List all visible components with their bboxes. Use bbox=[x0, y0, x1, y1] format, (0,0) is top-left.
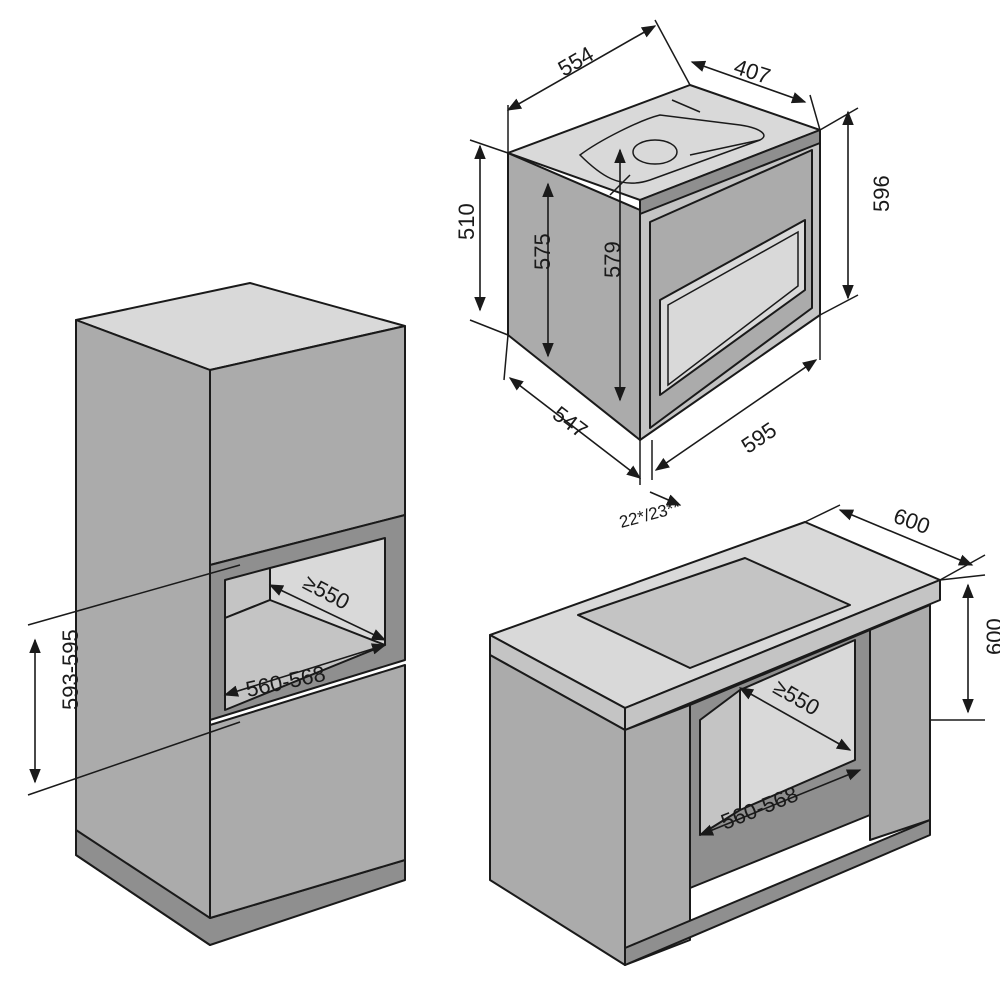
base-unit-illustration bbox=[489, 521, 941, 966]
tall-unit-illustration bbox=[75, 282, 406, 946]
oven-dimension-lines bbox=[469, 19, 859, 506]
dim-596: 596 bbox=[869, 175, 894, 212]
dim-593-595: 593-595 bbox=[58, 629, 83, 710]
dim-579: 579 bbox=[600, 241, 625, 278]
dim-600-height: 600 bbox=[982, 618, 1000, 655]
dim-22-23: 22*/23** bbox=[617, 497, 683, 532]
dim-595: 595 bbox=[737, 417, 781, 458]
dim-575: 575 bbox=[530, 233, 555, 270]
dim-554: 554 bbox=[554, 41, 598, 81]
heating-element bbox=[578, 99, 765, 196]
base-unit-dimension-lines bbox=[698, 504, 986, 836]
tall-unit-dimension-lines bbox=[27, 564, 387, 796]
dim-510: 510 bbox=[454, 203, 479, 240]
dim-407: 407 bbox=[731, 54, 774, 89]
